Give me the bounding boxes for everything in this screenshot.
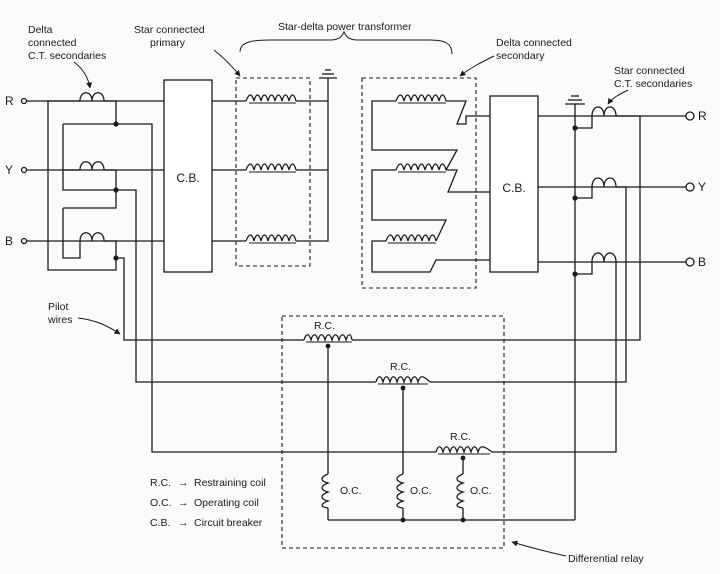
legend-item: C.B. → Circuit breaker xyxy=(150,517,263,529)
delta-secondary-wiring xyxy=(371,100,490,273)
primary-coil-r xyxy=(245,94,297,104)
legend-item: O.C. → Operating coil xyxy=(150,497,259,509)
primary-neutral xyxy=(296,78,329,242)
circuit-breaker-left xyxy=(163,79,213,273)
primary-feed-lines xyxy=(212,100,246,242)
svg-text:Star-delta power transformer: Star-delta power transformer xyxy=(278,21,412,33)
svg-text:Differential relay: Differential relay xyxy=(568,553,644,565)
svg-text:B: B xyxy=(698,255,706,269)
svg-text:wires: wires xyxy=(47,314,73,326)
restraining-coil-3 xyxy=(435,446,493,461)
svg-text:R.C.: R.C. xyxy=(390,361,411,373)
right-line-r xyxy=(538,111,695,121)
delta-ct-wiring xyxy=(47,100,119,271)
cb-left-label: C.B. xyxy=(176,171,199,185)
label-delta-secondary: Delta connected secondary xyxy=(459,37,572,77)
svg-text:O.C.: O.C. xyxy=(340,485,362,497)
primary-coil-y xyxy=(245,163,297,173)
ct-coil-y xyxy=(79,161,105,171)
phase-labels-left: R Y B xyxy=(5,94,14,248)
svg-text:secondary: secondary xyxy=(496,50,545,62)
label-delta-ct: Delta connected C.T. secondaries xyxy=(28,24,106,89)
svg-text:Operating coil: Operating coil xyxy=(194,497,259,509)
svg-text:Restraining coil: Restraining coil xyxy=(194,477,266,489)
svg-text:→: → xyxy=(178,477,189,489)
svg-text:R: R xyxy=(5,94,14,108)
rc-labels: R.C. R.C. R.C. xyxy=(314,320,471,443)
svg-text:C.T. secondaries: C.T. secondaries xyxy=(28,50,106,62)
ct-coil-right-b xyxy=(591,252,617,263)
legend: R.C. → Restraining coil O.C. → Operating… xyxy=(150,477,266,529)
svg-text:→: → xyxy=(178,497,189,509)
svg-text:C.B.: C.B. xyxy=(150,517,170,529)
star-ct-neutral xyxy=(572,104,593,520)
label-differential-relay: Differential relay xyxy=(511,540,644,565)
ct-coil-r xyxy=(79,92,105,102)
svg-text:Star connected: Star connected xyxy=(134,24,205,36)
label-pilot-wires: Pilot wires xyxy=(47,301,121,335)
svg-text:primary: primary xyxy=(150,37,186,49)
oc-labels: O.C. O.C. O.C. xyxy=(340,485,492,497)
svg-text:Delta: Delta xyxy=(28,24,53,36)
svg-text:Star connected: Star connected xyxy=(614,65,685,77)
operating-coil-2 xyxy=(396,388,406,520)
differential-relay-box xyxy=(281,315,505,549)
svg-text:R: R xyxy=(698,109,707,123)
svg-text:R.C.: R.C. xyxy=(314,320,335,332)
pilot-wires-right xyxy=(352,115,641,453)
svg-text:C.T. secondaries: C.T. secondaries xyxy=(614,78,692,90)
svg-text:Circuit breaker: Circuit breaker xyxy=(194,517,263,529)
legend-item: R.C. → Restraining coil xyxy=(150,477,266,489)
ct-coil-right-r xyxy=(591,106,617,117)
circuit-breaker-right xyxy=(489,95,539,273)
svg-text:Delta connected: Delta connected xyxy=(496,37,572,49)
label-star-ct: Star connected C.T. secondaries xyxy=(607,65,692,105)
operating-coil-1 xyxy=(321,346,331,520)
ct-coil-right-y xyxy=(591,177,617,188)
secondary-winding-box xyxy=(361,77,477,289)
cb-right-label: C.B. xyxy=(502,181,525,195)
secondary-coil-1 xyxy=(395,94,447,104)
ground-icon-secondary xyxy=(565,95,585,105)
phase-labels-right: R Y B xyxy=(698,109,707,269)
pilot-wires-left xyxy=(116,123,436,453)
svg-text:O.C.: O.C. xyxy=(410,485,432,497)
operating-coil-common xyxy=(328,517,575,523)
primary-coil-b xyxy=(245,234,297,244)
svg-text:O.C.: O.C. xyxy=(470,485,492,497)
main-line-y xyxy=(20,166,164,174)
main-line-b xyxy=(20,237,164,245)
secondary-coil-2 xyxy=(395,163,447,173)
svg-text:→: → xyxy=(178,517,189,529)
ground-icon-primary xyxy=(319,69,337,79)
right-line-b xyxy=(538,257,695,267)
svg-text:Pilot: Pilot xyxy=(48,301,69,313)
ct-coil-b xyxy=(79,232,105,242)
svg-text:Y: Y xyxy=(5,163,13,177)
operating-coil-3 xyxy=(456,458,466,520)
svg-text:R.C.: R.C. xyxy=(150,477,171,489)
label-transformer: Star-delta power transformer xyxy=(239,21,453,55)
right-line-y xyxy=(538,182,695,192)
svg-text:Y: Y xyxy=(698,180,706,194)
svg-text:O.C.: O.C. xyxy=(150,497,172,509)
secondary-coil-3 xyxy=(385,234,437,244)
primary-winding-box xyxy=(235,77,311,267)
svg-text:B: B xyxy=(5,234,13,248)
label-star-primary: Star connected primary xyxy=(134,24,241,77)
svg-text:connected: connected xyxy=(28,37,77,49)
svg-text:R.C.: R.C. xyxy=(450,431,471,443)
